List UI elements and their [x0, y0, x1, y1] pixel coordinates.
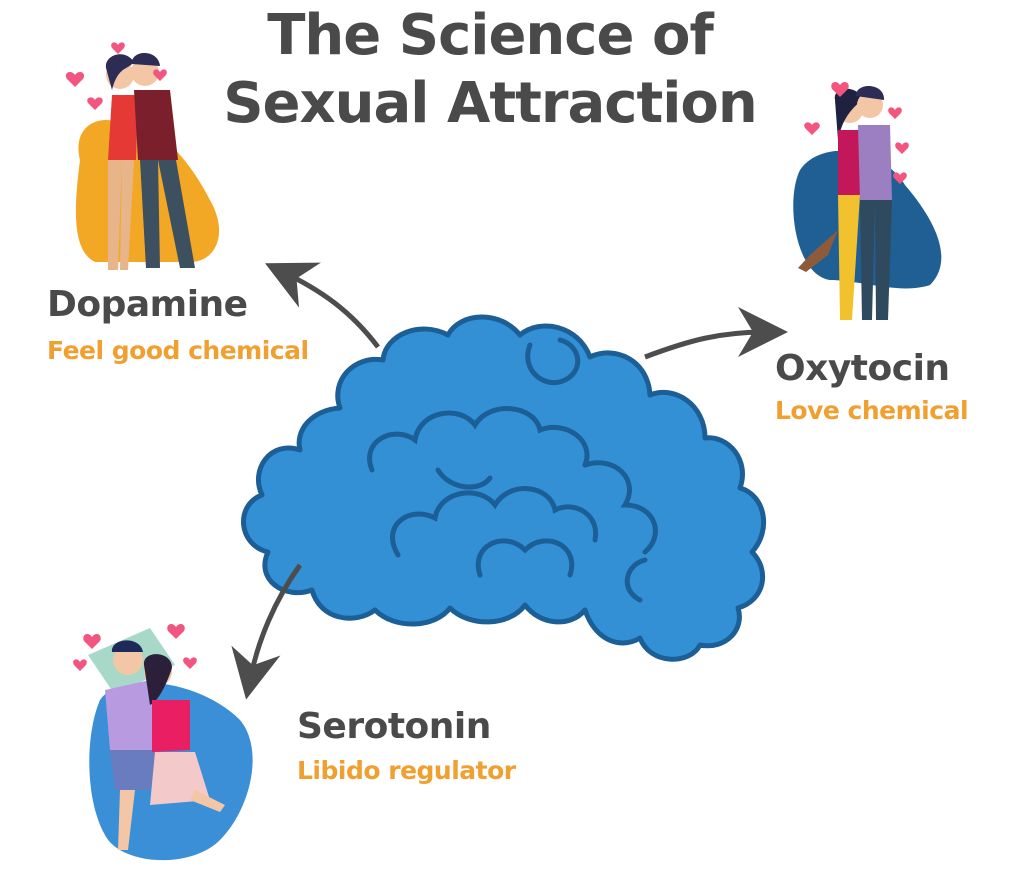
oxytocin-description: Love chemical [775, 396, 969, 425]
couple-cuddling-in-bed-illustration [73, 624, 253, 861]
arrow-to-oxytocin [644, 307, 788, 360]
title-line-1: The Science of [267, 3, 714, 68]
couple-embracing-illustration [65, 42, 220, 270]
serotonin-description: Libido regulator [297, 756, 516, 785]
dopamine-description: Feel good chemical [47, 336, 309, 365]
couple-kissing-illustration [793, 82, 942, 320]
dopamine-name: Dopamine [47, 284, 248, 325]
arrow-to-serotonin [231, 563, 303, 700]
diagram-title: The Science of Sexual Attraction [0, 2, 980, 138]
oxytocin-name: Oxytocin [775, 348, 950, 389]
title-line-2: Sexual Attraction [223, 71, 758, 136]
brain-icon [241, 314, 767, 662]
arrow-to-dopamine [265, 262, 380, 349]
serotonin-name: Serotonin [297, 706, 491, 747]
